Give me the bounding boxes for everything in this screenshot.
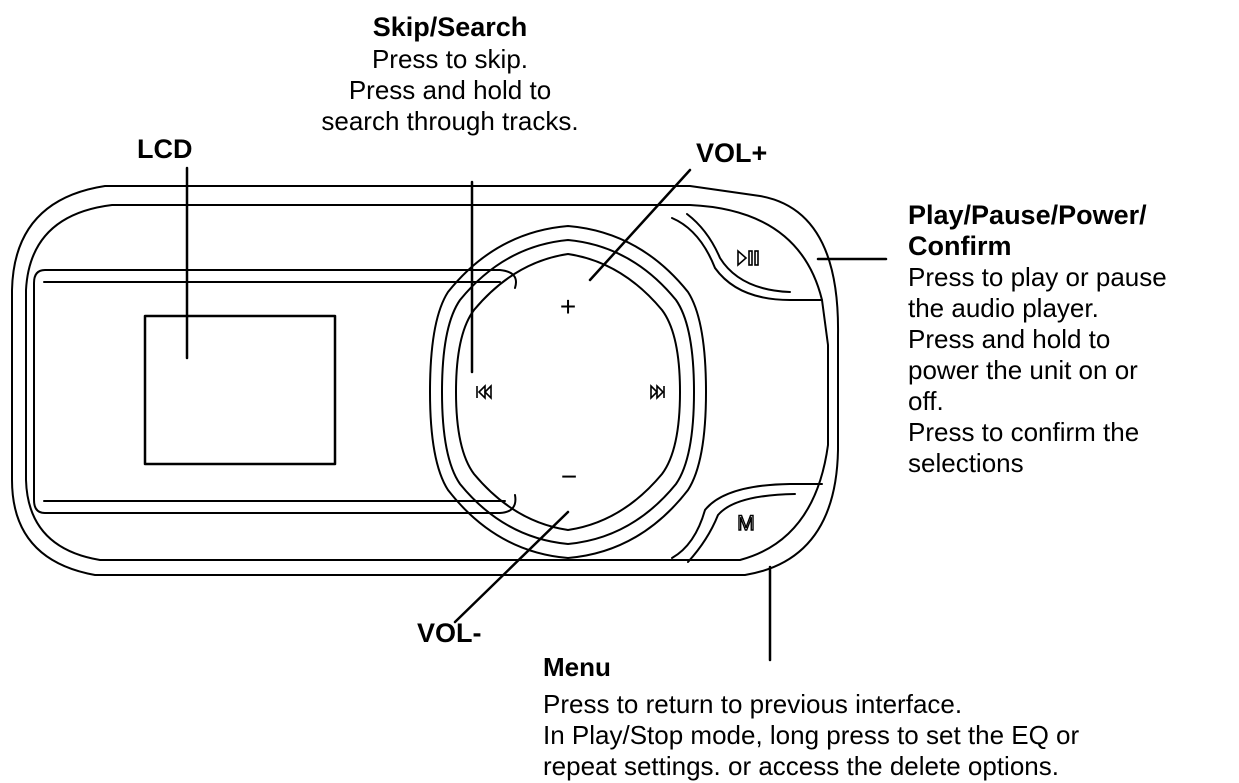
- minus-icon[interactable]: −: [561, 461, 577, 492]
- vol-minus-label: VOL-: [417, 618, 482, 648]
- lcd-window-frame: [33, 269, 517, 514]
- play-pause-line: Press to confirm the: [908, 417, 1140, 447]
- play-button-seam: [671, 217, 823, 301]
- menu-button-seam-2: [687, 493, 796, 563]
- skip-search-callout: Skip/Search Press to skip. Press and hol…: [280, 12, 620, 137]
- play-pause-line: power the unit on or: [908, 355, 1138, 385]
- skip-search-line: Press to skip.: [371, 44, 529, 74]
- play-pause-callout: Play/Pause/Power/ Confirm Press to play …: [908, 200, 1167, 479]
- skip-search-title: Skip/Search: [372, 12, 528, 42]
- menu-title: Menu: [543, 652, 611, 682]
- skip-back-icon[interactable]: [476, 384, 492, 400]
- menu-button-icon[interactable]: M: [737, 511, 756, 535]
- menu-line: Press to return to previous interface.: [543, 689, 963, 719]
- device-body-outline: [11, 185, 840, 576]
- play-pause-title: Play/Pause/Power/: [908, 200, 1147, 230]
- skip-search-line: Press and hold to: [348, 75, 552, 105]
- play-button-seam-2: [686, 213, 791, 293]
- play-pause-line: selections: [908, 448, 1024, 478]
- lcd-screen: [143, 314, 337, 466]
- vol-plus-leader-line: [588, 168, 692, 282]
- lcd-window-inner: [43, 281, 506, 502]
- dpad-outer-ring: [429, 225, 707, 559]
- lcd-label: LCD: [137, 134, 193, 164]
- play-pause-line: Press and hold to: [908, 324, 1111, 354]
- dpad-inner-ring: [455, 253, 681, 531]
- menu-callout: Menu Press to return to previous interfa…: [543, 652, 1079, 782]
- play-pause-line: Press to play or pause: [908, 262, 1167, 292]
- play-pause-line: the audio player.: [908, 293, 1099, 323]
- play-pause-icon[interactable]: [737, 249, 759, 267]
- vol-plus-label: VOL+: [696, 138, 768, 168]
- menu-button-seam: [671, 483, 823, 559]
- skip-search-line: search through tracks.: [321, 106, 579, 136]
- play-pause-title: Confirm: [908, 231, 1012, 261]
- dpad-middle-ring: [441, 239, 695, 545]
- menu-line: In Play/Stop mode, long press to set the…: [543, 720, 1080, 750]
- menu-line: repeat settings. or access the delete op…: [543, 751, 1059, 781]
- dpad-glyphs: + − M: [476, 249, 759, 536]
- skip-forward-icon[interactable]: [650, 384, 665, 400]
- plus-icon[interactable]: +: [560, 291, 576, 322]
- vol-minus-leader-line: [453, 510, 570, 624]
- device-inner-outline: [25, 204, 829, 561]
- play-pause-line: off.: [908, 386, 944, 416]
